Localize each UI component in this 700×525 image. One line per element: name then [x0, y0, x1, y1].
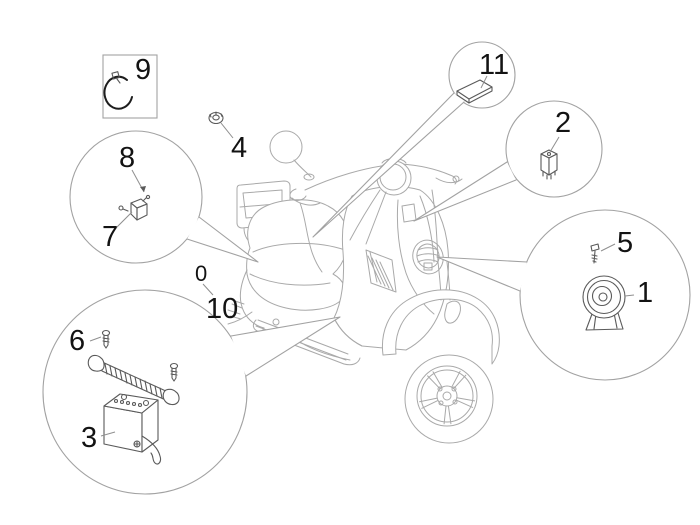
callout-label-5: 5 — [617, 227, 633, 259]
callout-label-10: 10 — [206, 293, 238, 325]
leader-7 — [115, 211, 133, 229]
part-icons — [87, 71, 626, 465]
front-fender — [381, 289, 500, 365]
callout-label-11: 11 — [479, 49, 509, 81]
callout-label-4: 4 — [231, 132, 247, 164]
callout-balloon-2 — [505, 100, 603, 198]
callout-labels: 9 8 7 4 0 10 6 3 11 2 5 1 — [69, 49, 653, 454]
leader-0 — [202, 283, 214, 296]
battery-icon — [103, 393, 162, 465]
callout-balloon-11 — [448, 41, 516, 109]
battery-cable — [141, 435, 162, 465]
leader-4 — [220, 122, 234, 139]
screw-icon — [145, 194, 151, 200]
callout-label-8: 8 — [119, 142, 135, 174]
leader-8-arrow — [140, 186, 146, 192]
battery-terminal — [120, 393, 128, 401]
regulator-icon — [118, 194, 151, 221]
callout-label-9: 9 — [135, 54, 151, 86]
horn-icon — [582, 275, 626, 331]
callout-balloon-3-6 — [42, 289, 248, 495]
callout-label-2: 2 — [555, 107, 571, 139]
callout-balloon-1-5 — [519, 209, 691, 381]
leader-2 — [549, 136, 560, 153]
callout-balloons — [42, 41, 691, 495]
battery-strap-icon — [87, 329, 180, 406]
relay-icon — [540, 149, 558, 180]
callout-label-7: 7 — [102, 221, 118, 253]
screw-icon — [169, 362, 179, 382]
horn-grille — [412, 239, 444, 275]
leader-11 — [480, 75, 488, 89]
leader-6 — [89, 336, 102, 342]
callout-label-6: 6 — [69, 325, 85, 357]
screw-icon — [101, 329, 111, 349]
front-wheel — [404, 354, 494, 444]
callout-label-1: 1 — [637, 277, 653, 309]
leader-1 — [624, 294, 635, 297]
bolt-icon — [118, 205, 124, 211]
leader-3 — [100, 431, 116, 437]
nut-icon — [208, 111, 224, 125]
callout-label-3: 3 — [81, 422, 97, 454]
cover-plate-icon — [456, 79, 493, 104]
battery-terminal — [142, 399, 150, 407]
screw-icon — [590, 243, 600, 264]
leader-lines — [89, 75, 635, 437]
callout-label-0: 0 — [195, 261, 207, 286]
legshield — [333, 186, 449, 351]
callout-box-9 — [102, 54, 158, 119]
mirror — [269, 130, 303, 164]
scooter-illustration — [227, 130, 500, 444]
leader-5 — [600, 243, 616, 252]
clamp-icon — [103, 71, 133, 110]
callout-balloon-7-8 — [69, 130, 203, 264]
side-vent — [365, 249, 397, 293]
